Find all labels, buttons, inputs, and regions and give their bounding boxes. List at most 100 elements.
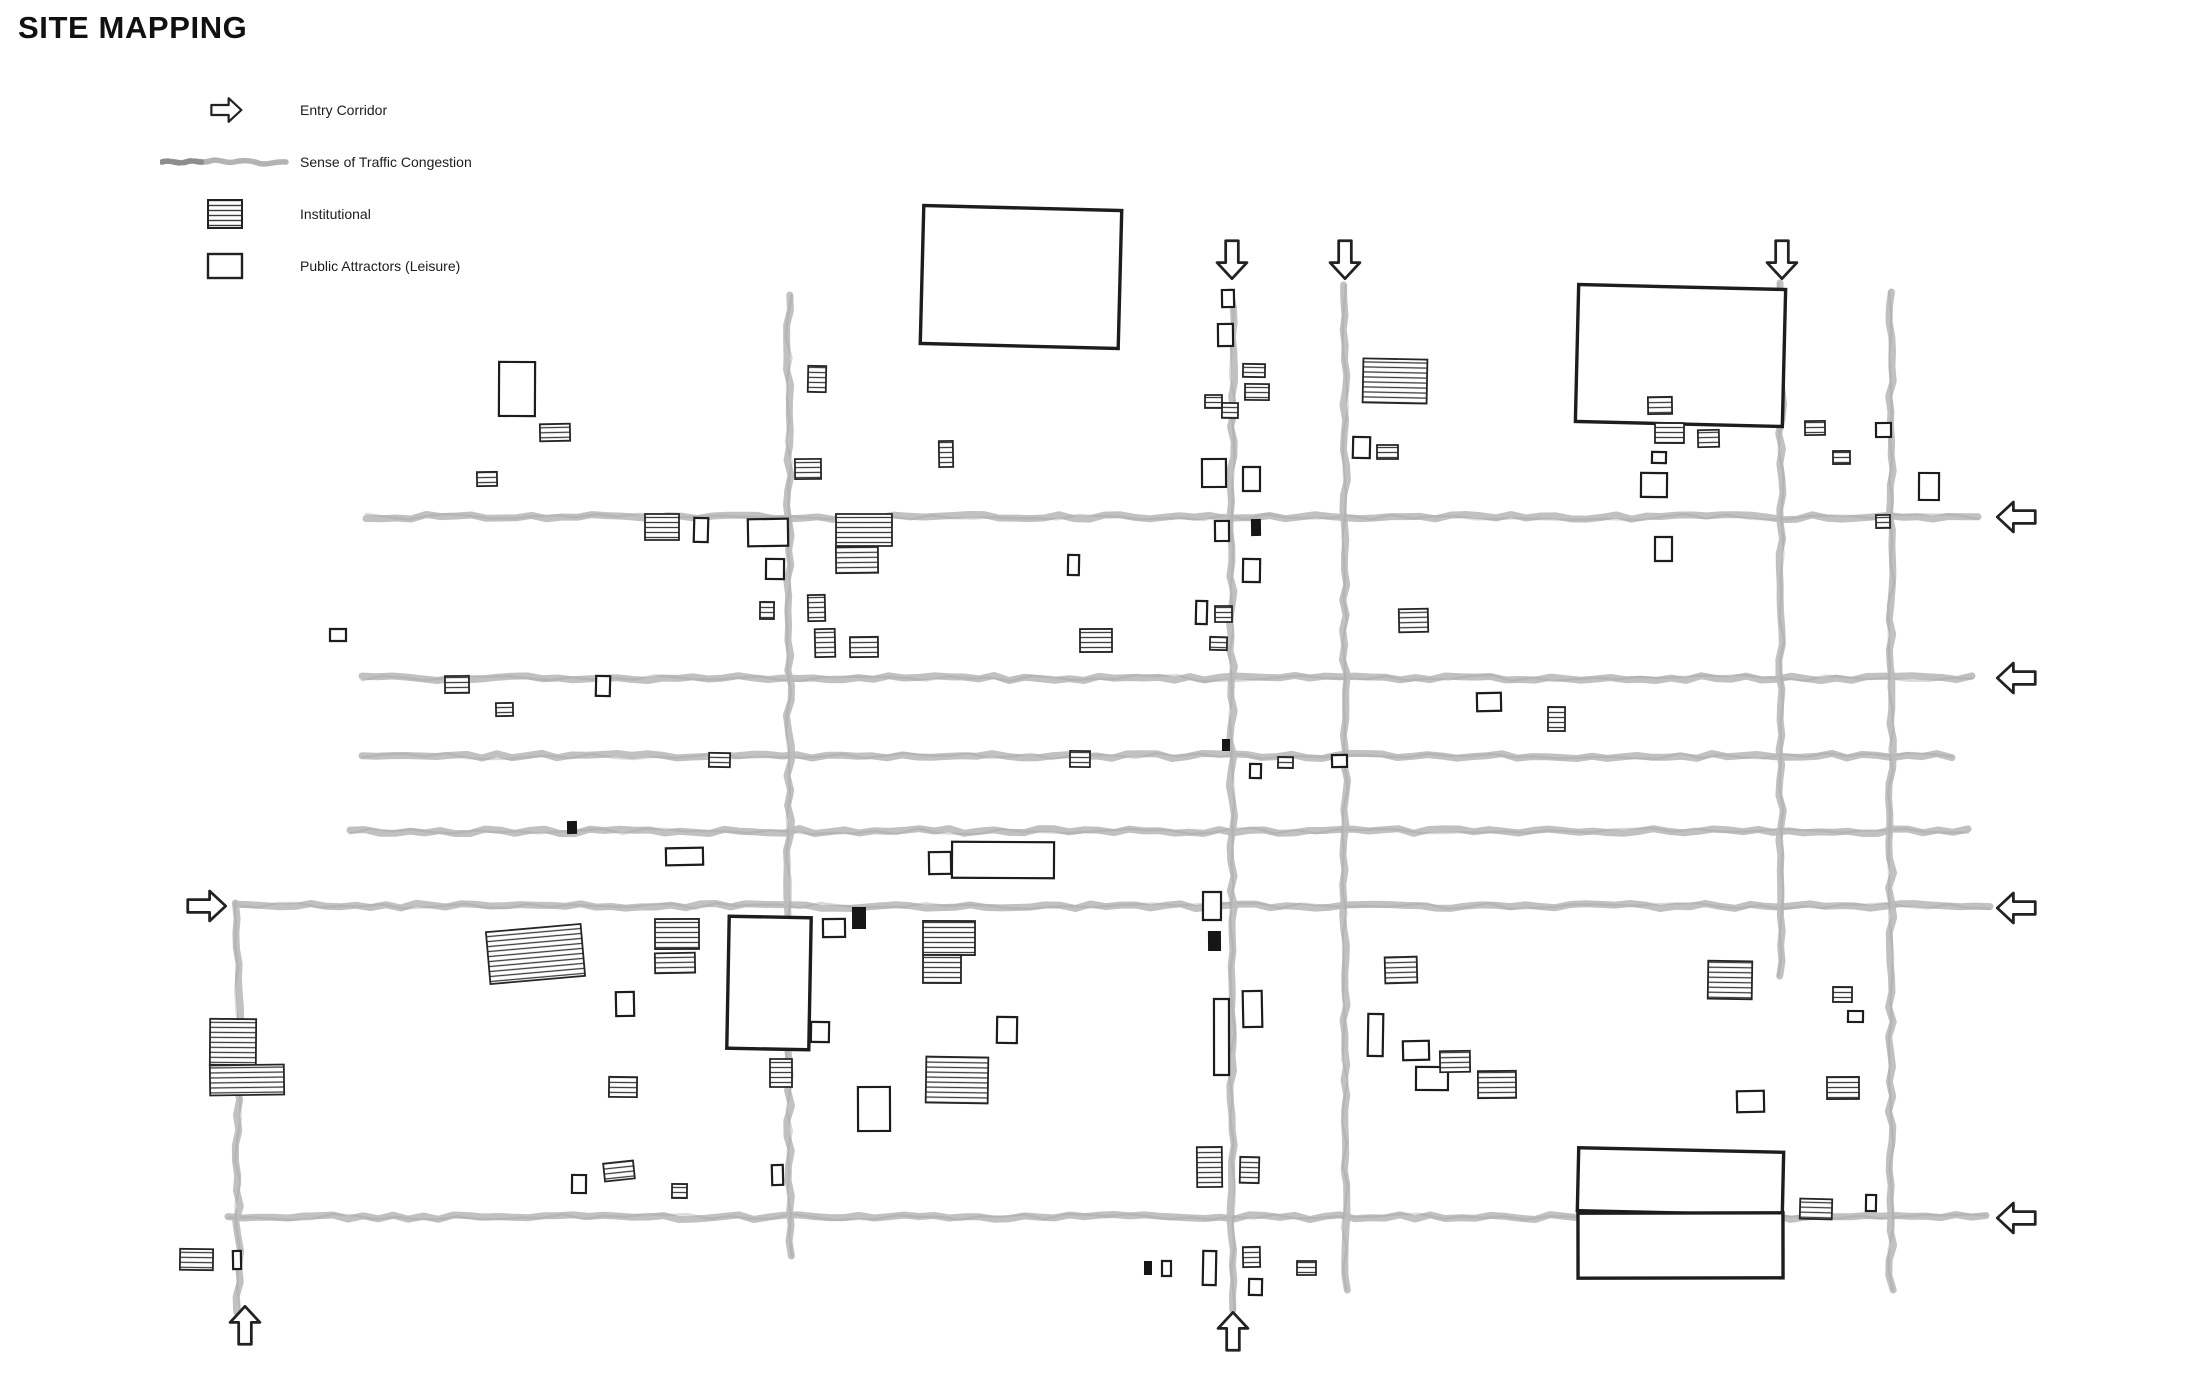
public-attractor-building	[1576, 1211, 1785, 1280]
institutional-building	[1361, 357, 1429, 405]
institutional-building	[1220, 401, 1240, 420]
institutional-building	[1195, 1145, 1224, 1189]
institutional-building	[937, 439, 955, 469]
institutional-building	[1706, 959, 1754, 1001]
institutional-building	[1798, 1197, 1834, 1221]
institutional-building	[806, 364, 828, 394]
public-attractor-building	[1330, 753, 1349, 769]
public-attractor-building	[1475, 691, 1503, 713]
entry-arrow-left	[1995, 891, 2037, 925]
solid-building	[1221, 738, 1231, 752]
institutional-building	[653, 951, 697, 975]
institutional-building	[494, 701, 515, 718]
institutional-building	[922, 954, 962, 984]
public-attractor-building	[1160, 1259, 1173, 1278]
solid-building	[566, 820, 578, 835]
entry-arrow-left	[1995, 661, 2037, 695]
institutional-building	[1832, 450, 1851, 465]
public-attractor-building	[231, 1249, 243, 1271]
solid-building	[1207, 930, 1222, 952]
institutional-building	[1476, 1069, 1518, 1100]
institutional-building	[806, 593, 827, 623]
public-attractor-building	[1351, 435, 1372, 460]
public-attractor-building	[918, 203, 1124, 351]
institutional-building	[602, 1159, 636, 1183]
public-attractor-building	[764, 557, 786, 581]
institutional-building	[848, 635, 880, 659]
entry-arrows	[186, 239, 2037, 1352]
public-attractor-building	[1212, 997, 1231, 1077]
entry-arrow-left	[1995, 1201, 2037, 1235]
institutional-building	[924, 1055, 990, 1105]
legend-label: Entry Corridor	[300, 101, 388, 118]
institutional-building	[707, 751, 732, 769]
entry-arrow-down	[1765, 239, 1799, 281]
institutional-building	[671, 1183, 688, 1199]
public-attractor-building	[1917, 471, 1941, 502]
institutional-building	[1826, 1076, 1860, 1100]
solid-building	[851, 906, 867, 930]
institutional-building	[1696, 428, 1721, 449]
institutional-building	[1244, 382, 1270, 402]
buildings	[178, 203, 1941, 1297]
institutional-building	[1646, 395, 1674, 416]
public-attractor-building	[1401, 1039, 1431, 1062]
institutional-building	[769, 1058, 793, 1088]
institutional-building	[813, 627, 837, 659]
legend-item-institutional: Institutional	[150, 194, 472, 233]
public-attractor-building	[856, 1085, 892, 1133]
public-attractor-building	[1213, 519, 1231, 543]
public-attractor-building	[1639, 471, 1669, 499]
public-attractor-building	[1575, 1145, 1786, 1218]
public-attractor-building	[809, 1020, 831, 1044]
legend-item-public-attractors: Public Attractors (Leisure)	[150, 246, 472, 285]
entry-arrow-up	[228, 1304, 262, 1346]
public-attractor-building	[1735, 1089, 1766, 1114]
institutional-building	[1238, 1155, 1261, 1185]
public-attractor-building	[1573, 282, 1788, 429]
public-attractor-building	[1066, 553, 1081, 577]
public-attractor-building	[1650, 450, 1668, 465]
public-attractor-building	[570, 1173, 588, 1195]
public-attractor-building	[594, 674, 612, 698]
institutional-building	[644, 513, 680, 541]
public-attractor-building	[1220, 288, 1236, 309]
institutional-building	[475, 470, 499, 488]
public-attractor-building	[1200, 457, 1228, 489]
congestion-streets	[224, 279, 1994, 1316]
public-attractor-building	[770, 1163, 785, 1187]
entry-arrow-down	[1215, 239, 1249, 281]
entry-arrow-down	[1328, 239, 1362, 281]
public-attractor-building	[614, 990, 636, 1018]
public-attractor-building	[328, 627, 348, 643]
institutional-building	[1376, 444, 1399, 460]
public-attractor-building	[1241, 557, 1262, 584]
institutional-building	[1832, 986, 1853, 1003]
public-attractor-building	[1241, 465, 1262, 493]
legend-label: Public Attractors (Leisure)	[300, 257, 461, 274]
institutional-building	[1079, 628, 1113, 653]
legend: Entry Corridor Sense of Traffic Congesti…	[150, 90, 472, 285]
institutional-building	[1547, 706, 1566, 732]
institutional-building	[1241, 362, 1267, 379]
public-attractor-building	[1366, 1012, 1385, 1058]
legend-label: Sense of Traffic Congestion	[300, 153, 472, 170]
public-attractor-building	[950, 840, 1056, 880]
hatched-rect-icon	[150, 198, 300, 230]
institutional-building	[1654, 422, 1685, 444]
institutional-building	[1214, 605, 1233, 623]
institutional-building	[793, 457, 823, 481]
institutional-building	[484, 922, 587, 986]
public-attractor-building	[1874, 421, 1893, 439]
page-title: SITE MAPPING	[18, 10, 248, 45]
institutional-building	[759, 601, 775, 620]
institutional-building	[607, 1075, 639, 1099]
institutional-building	[1204, 394, 1223, 409]
institutional-building	[1241, 1245, 1262, 1269]
institutional-building	[178, 1247, 215, 1272]
institutional-building	[654, 918, 700, 950]
public-attractor-building	[927, 850, 953, 876]
public-attractor-building	[1201, 1249, 1218, 1287]
